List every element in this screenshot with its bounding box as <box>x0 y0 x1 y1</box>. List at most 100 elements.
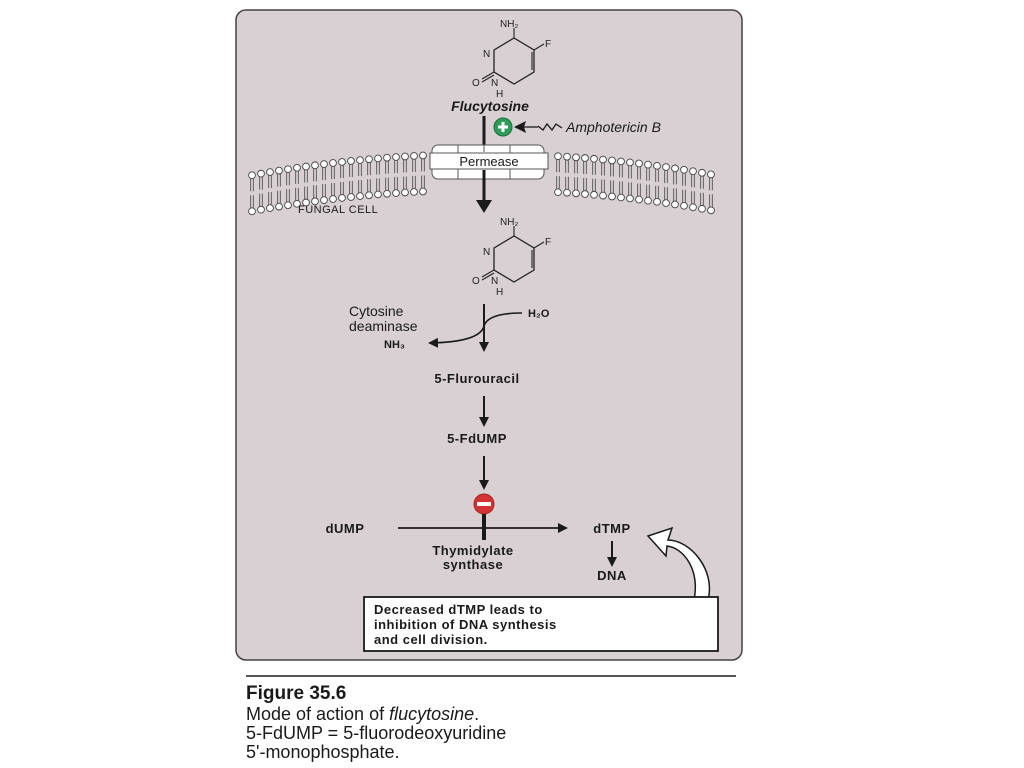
lipid-head <box>329 195 337 203</box>
lipid-head <box>590 154 598 163</box>
lipid-head <box>266 168 274 176</box>
lipid-head <box>293 163 301 172</box>
lipid-head <box>572 153 580 162</box>
lipid-head <box>302 162 310 171</box>
lipid-head <box>671 164 679 173</box>
lipid-head <box>284 201 292 210</box>
lipid-head <box>626 194 634 203</box>
lipid-head <box>338 194 346 202</box>
lipid-head <box>383 189 391 198</box>
lipid-head <box>680 165 688 174</box>
figure-number: Figure 35.6 <box>246 683 347 704</box>
lipid-head <box>311 161 319 170</box>
fungal-cell-label: FUNGAL CELL <box>298 204 378 216</box>
lipid-head <box>599 155 607 164</box>
caption-prefix: Mode of action of <box>246 704 390 724</box>
lipid-head <box>365 191 373 200</box>
lipid-head <box>347 193 355 201</box>
lipid-head <box>284 165 292 174</box>
ammonia-label: NH₃ <box>384 339 405 351</box>
nitrogen-label: N <box>483 49 490 60</box>
hydrogen-label: H <box>496 89 503 100</box>
amino-group-label: NH₂ <box>500 19 518 30</box>
lipid-head <box>266 204 274 212</box>
lipid-head <box>347 157 355 165</box>
cell-membrane <box>248 151 715 216</box>
thymidylate-synthase-label-1: Thymidylate <box>432 543 513 558</box>
lipid-head <box>419 151 427 160</box>
lipid-head <box>329 159 337 167</box>
lipid-head <box>707 170 715 179</box>
lipid-head <box>257 169 265 178</box>
hydrogen-label-inside: H <box>496 287 503 298</box>
lipid-head <box>419 187 427 196</box>
lipid-head <box>581 190 589 198</box>
lipid-head <box>257 205 265 214</box>
lipid-head <box>248 171 256 180</box>
lipid-head <box>698 204 706 213</box>
lipid-head <box>644 160 652 169</box>
water-label: H₂O <box>528 308 550 320</box>
amino-group-label-inside: NH₂ <box>500 217 518 228</box>
lipid-head <box>275 166 283 175</box>
caption-drug: flucytosine <box>389 704 475 724</box>
cytosine-deaminase-label-2: deaminase <box>349 318 418 334</box>
lipid-head <box>320 196 328 204</box>
lipid-head <box>410 152 418 160</box>
diagram-panel <box>235 9 743 661</box>
lipid-head <box>356 192 364 200</box>
thymidylate-synthase-label-2: synthase <box>443 557 503 572</box>
dtmp-label: dTMP <box>593 521 630 536</box>
amphotericin-arrow <box>514 121 563 133</box>
lipid-head <box>392 153 400 161</box>
note-line-3: and cell division. <box>374 632 488 647</box>
lipid-head <box>617 193 625 202</box>
flucytosine-structure-inside: NH₂ F N O N H <box>472 217 551 298</box>
lipid-head <box>698 168 706 177</box>
caption-rule <box>246 675 736 677</box>
lipid-head <box>581 154 589 162</box>
lipid-head <box>626 158 634 167</box>
lipid-head <box>554 152 562 161</box>
figure-caption: Figure 35.6 Mode of action of flucytosin… <box>246 675 736 762</box>
lipid-head <box>608 192 616 201</box>
lipid-head <box>383 153 391 162</box>
lipid-head <box>293 199 301 208</box>
amphotericin-label: Amphotericin B <box>565 119 661 135</box>
lipid-head <box>275 202 283 211</box>
uptake-arrowhead <box>476 200 492 213</box>
caption-line-2: 5-FdUMP = 5-fluorodeoxyuridine <box>246 723 507 743</box>
lipid-head <box>563 188 571 197</box>
note-box <box>363 596 719 652</box>
lipid-head <box>653 161 661 170</box>
flucytosine-label: Flucytosine <box>451 98 529 114</box>
lipid-head <box>635 159 643 168</box>
lipid-head <box>644 196 652 205</box>
lipid-head <box>680 201 688 210</box>
lipid-head <box>608 156 616 165</box>
permease-transporter <box>429 144 549 180</box>
lipid-head <box>662 163 670 171</box>
caption-line-3: 5'-monophosphate. <box>246 742 400 762</box>
lipid-head <box>374 190 382 199</box>
stimulate-badge <box>493 117 513 137</box>
lipid-head <box>311 197 319 206</box>
feedback-arrow <box>646 526 711 601</box>
nitrogen-label-inside: N <box>483 247 490 258</box>
lipid-head <box>671 200 679 209</box>
caption-suffix: . <box>474 704 480 724</box>
ammonia-release-curve <box>428 325 485 348</box>
cytosine-deaminase-label-1: Cytosine <box>349 303 404 319</box>
lipid-head <box>635 195 643 204</box>
caption-line-1: Mode of action of flucytosine. <box>246 705 736 724</box>
oxygen-label: O <box>472 78 480 89</box>
lipid-head <box>401 188 409 197</box>
lipid-head <box>689 167 697 176</box>
flucytosine-structure-top: NH₂ F N O N H <box>472 19 551 100</box>
lipid-head <box>572 189 580 198</box>
note-line-1: Decreased dTMP leads to <box>374 602 543 617</box>
nitrogen-label-inside-lower: N <box>491 276 498 287</box>
lipid-head <box>401 152 409 161</box>
lipid-head <box>689 203 697 212</box>
